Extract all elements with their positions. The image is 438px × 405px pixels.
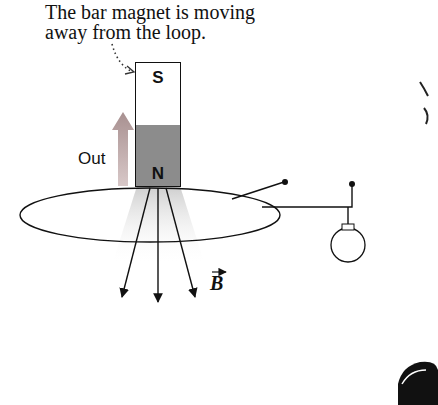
field-line xyxy=(157,188,158,302)
note-text: The bar magnet is moving away from the l… xyxy=(45,2,285,42)
terminal-dot xyxy=(349,181,355,187)
lead-wire xyxy=(232,182,284,199)
motion-arrow xyxy=(112,112,134,186)
leader-arrow xyxy=(125,66,134,74)
motion-label: Out xyxy=(78,150,105,167)
edge-fragment xyxy=(424,108,428,124)
field-line xyxy=(122,188,150,297)
lead-wire xyxy=(262,186,352,207)
edge-fragment xyxy=(402,370,426,384)
magnet-south-pole: S xyxy=(135,62,181,126)
bulb-base xyxy=(342,224,354,230)
field-line xyxy=(166,188,195,297)
pole-letter: S xyxy=(152,69,163,86)
terminal-dot xyxy=(282,179,288,185)
light-bulb xyxy=(331,228,365,262)
pole-letter: N xyxy=(152,165,164,182)
magnet-north-pole: N xyxy=(135,125,181,187)
field-symbol: B xyxy=(210,273,223,293)
edge-fragment xyxy=(398,362,438,405)
edge-fragment xyxy=(420,82,428,96)
